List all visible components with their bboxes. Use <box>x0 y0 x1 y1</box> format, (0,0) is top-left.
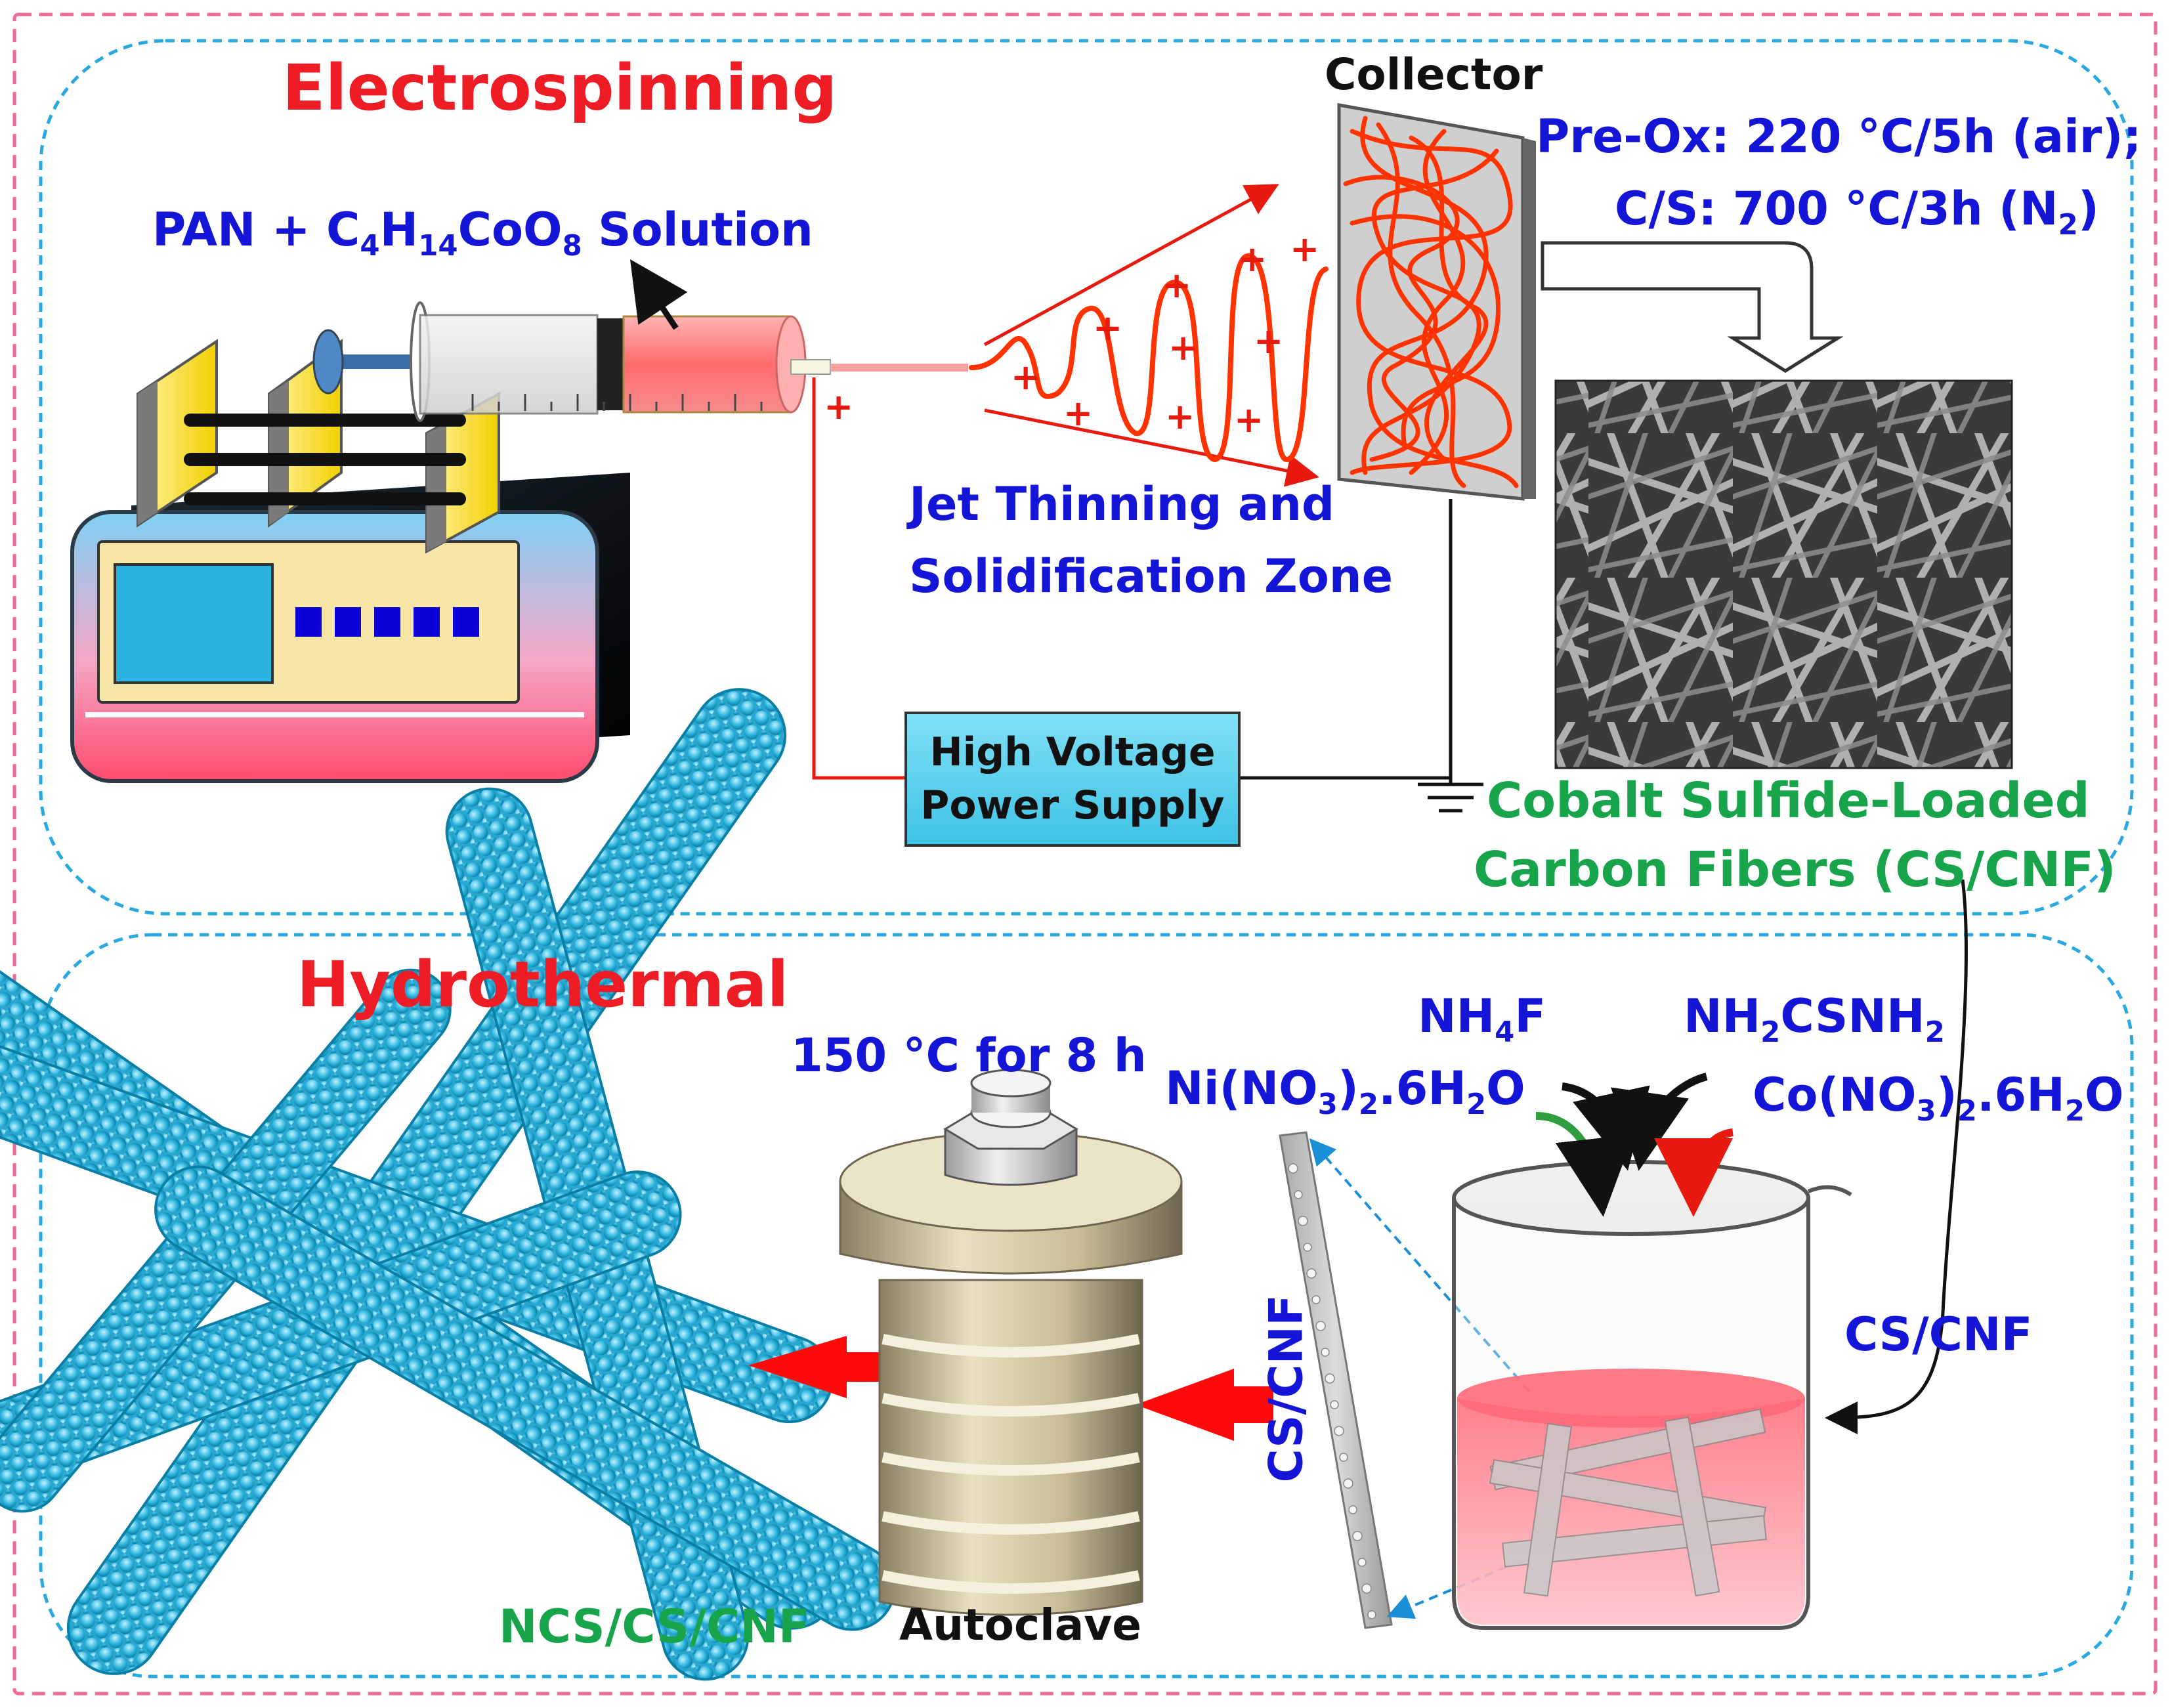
jet-charge: + <box>1165 396 1195 437</box>
collector-label: Collector <box>1325 49 1543 100</box>
arrow-cobalt <box>1654 1128 1734 1217</box>
sem-image <box>1554 379 2013 769</box>
hv-label-line1: High Voltage <box>929 729 1216 775</box>
jet-charge: + <box>1162 265 1192 306</box>
process-arrow <box>1541 241 1844 373</box>
reagent-nh4f: NH4F <box>1418 989 1546 1050</box>
solution-label: PAN + C4H14CoO8 Solution <box>152 203 813 263</box>
hv-wire-positive <box>812 377 904 780</box>
jet-zone <box>969 184 1329 487</box>
electrospinning-panel <box>39 39 2134 916</box>
hydrothermal-panel <box>39 933 2134 1678</box>
arrow-thiourea <box>1611 1073 1708 1171</box>
strip-fiber-label: CS/CNF <box>1259 1294 1313 1483</box>
jet-charge: + <box>1011 356 1041 398</box>
autoclave-vessel <box>839 1069 1183 1616</box>
jet-zone-label-line2: Solidification Zone <box>909 549 1393 603</box>
reagent-nickel-nitrate: Ni(NO3)2.6H2O <box>1165 1061 1525 1122</box>
product-label-line1: Cobalt Sulfide-Loaded <box>1487 773 2090 829</box>
jet-zone-label-line1: Jet Thinning and <box>909 477 1335 531</box>
ncs-nanofiber-network <box>0 688 896 1681</box>
hydrothermal-condition: 150 °C for 8 h <box>791 1029 1147 1082</box>
beaker-fiber-label: CS/CNF <box>1844 1308 2033 1361</box>
preox-label: Pre-Ox: 220 °C/5h (air); <box>1536 110 2142 163</box>
product-label-line2: Carbon Fibers (CS/CNF) <box>1474 842 2116 898</box>
cs-cnf-transfer-line <box>1825 879 1968 1434</box>
needle-charge: + <box>824 386 854 427</box>
red-arrow-left <box>748 1336 886 1398</box>
reagent-cobalt-nitrate: Co(NO3)2.6H2O <box>1753 1068 2124 1128</box>
autoclave-label: Autoclave <box>899 1600 1142 1650</box>
jet-charge: + <box>1237 238 1267 280</box>
jet-charge: + <box>1168 327 1199 368</box>
jet-charge: + <box>1290 228 1320 270</box>
syringe-pump <box>70 339 630 783</box>
carbonization-label: C/S: 700 °C/3h (N2) <box>1615 182 2099 242</box>
electrospinning-title: Electrospinning <box>282 51 838 125</box>
arrow-nickel <box>1535 1112 1634 1217</box>
jet-charge: + <box>1093 307 1123 349</box>
hydrothermal-title: Hydrothermal <box>297 948 789 1021</box>
jet-charge: + <box>1063 393 1094 434</box>
pump-display <box>114 563 274 684</box>
outer-frame <box>12 12 2158 1696</box>
high-voltage-power-supply: High Voltage Power Supply <box>904 712 1241 847</box>
beaker <box>1452 1160 1852 1630</box>
hv-label-line2: Power Supply <box>920 782 1225 828</box>
reagent-thiourea: NH2CSNH2 <box>1684 989 1945 1050</box>
final-product-label: NCS/CS/CNF <box>499 1600 810 1654</box>
red-arrow-right <box>1136 1369 1273 1441</box>
syringe <box>312 259 968 422</box>
jet-charge: + <box>1254 320 1284 362</box>
cs-cnf-strip <box>1279 1131 1550 1629</box>
arrow-nh4f <box>1562 1082 1650 1171</box>
jet-charge: + <box>1234 399 1264 440</box>
collector <box>1337 103 1536 813</box>
